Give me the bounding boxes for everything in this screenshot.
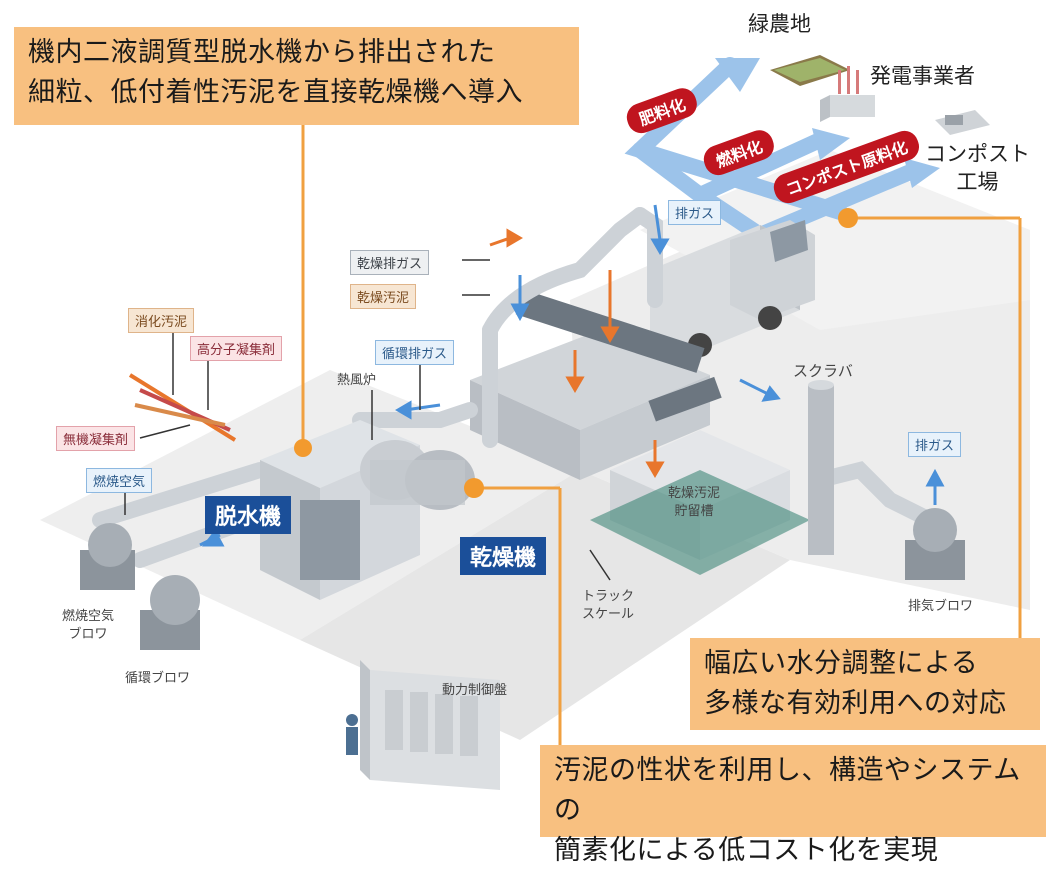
power-plant-icon <box>820 66 875 122</box>
output-arrowheads <box>715 58 940 188</box>
dewatering-machine <box>260 420 420 600</box>
circulation-exhaust-label: 循環排ガス <box>375 340 455 365</box>
callout-top-left: 機内二液調質型脱水機から排出された 細粒、低付着性汚泥を直接乾燥機へ導入 <box>14 27 579 125</box>
orange-flow-arrows <box>489 228 665 478</box>
dryer-label: 乾燥機 <box>460 537 547 575</box>
circulation-blower <box>140 575 200 650</box>
dewatering-machine-label: 脱水機 <box>205 496 292 534</box>
callout-right: 幅広い水分調整による 多様な有効利用への対応 <box>690 638 1040 730</box>
combustion-blower-label: 燃焼空気 ブロワ <box>62 609 115 642</box>
sludge-hopper-label: 乾燥汚泥 貯留槽 <box>668 486 721 519</box>
floor-road <box>640 150 1030 330</box>
heat-furnace <box>360 440 475 510</box>
circulation-blower-label: 循環ブロワ <box>125 671 191 686</box>
compost-plant-icon <box>935 110 990 135</box>
compost-plant-label: コンポスト 工場 <box>925 142 1030 194</box>
callout-bottom: 汚泥の性状を利用し、構造やシステムの 簡素化による低コスト化を実現 <box>540 745 1046 866</box>
leader-dot-output <box>838 208 858 228</box>
dried-sludge-label: 乾燥汚泥 <box>350 284 417 309</box>
power-company-label: 発電事業者 <box>870 64 975 88</box>
scrubber-tower <box>808 380 834 555</box>
combustion-air-blower <box>80 523 135 590</box>
scrubber-label: スクラバ <box>793 362 853 380</box>
input-arrows <box>128 373 237 442</box>
exhaust-gas-right-label: 排ガス <box>908 432 962 457</box>
farmland-label: 緑農地 <box>748 12 811 36</box>
inorganic-label: 無機凝集剤 <box>56 426 136 451</box>
plant-diagram <box>40 55 1030 790</box>
dry-exhaust-label: 乾燥排ガス <box>350 250 430 275</box>
leader-dot-dewatering <box>294 439 312 457</box>
heat-furnace-label: 熱風炉 <box>337 373 377 388</box>
worker-figure <box>346 714 358 755</box>
polymer-label: 高分子凝集剤 <box>190 336 283 361</box>
truck-scale-label: トラック スケール <box>582 589 635 622</box>
blue-flow-arrows <box>199 204 945 547</box>
exhaust-blower-label: 排気ブロワ <box>908 599 974 614</box>
exhaust-blower <box>905 508 965 580</box>
label-connectors <box>124 259 611 581</box>
exhaust-gas-top-label: 排ガス <box>668 200 722 225</box>
leader-dot-dryer <box>464 478 484 498</box>
combustion-air-label: 燃焼空気 <box>86 468 153 493</box>
power-control-panel <box>360 660 500 790</box>
truck <box>650 220 815 357</box>
digested-sludge-label: 消化汚泥 <box>128 308 195 333</box>
power-panel-label: 動力制御盤 <box>442 683 508 698</box>
